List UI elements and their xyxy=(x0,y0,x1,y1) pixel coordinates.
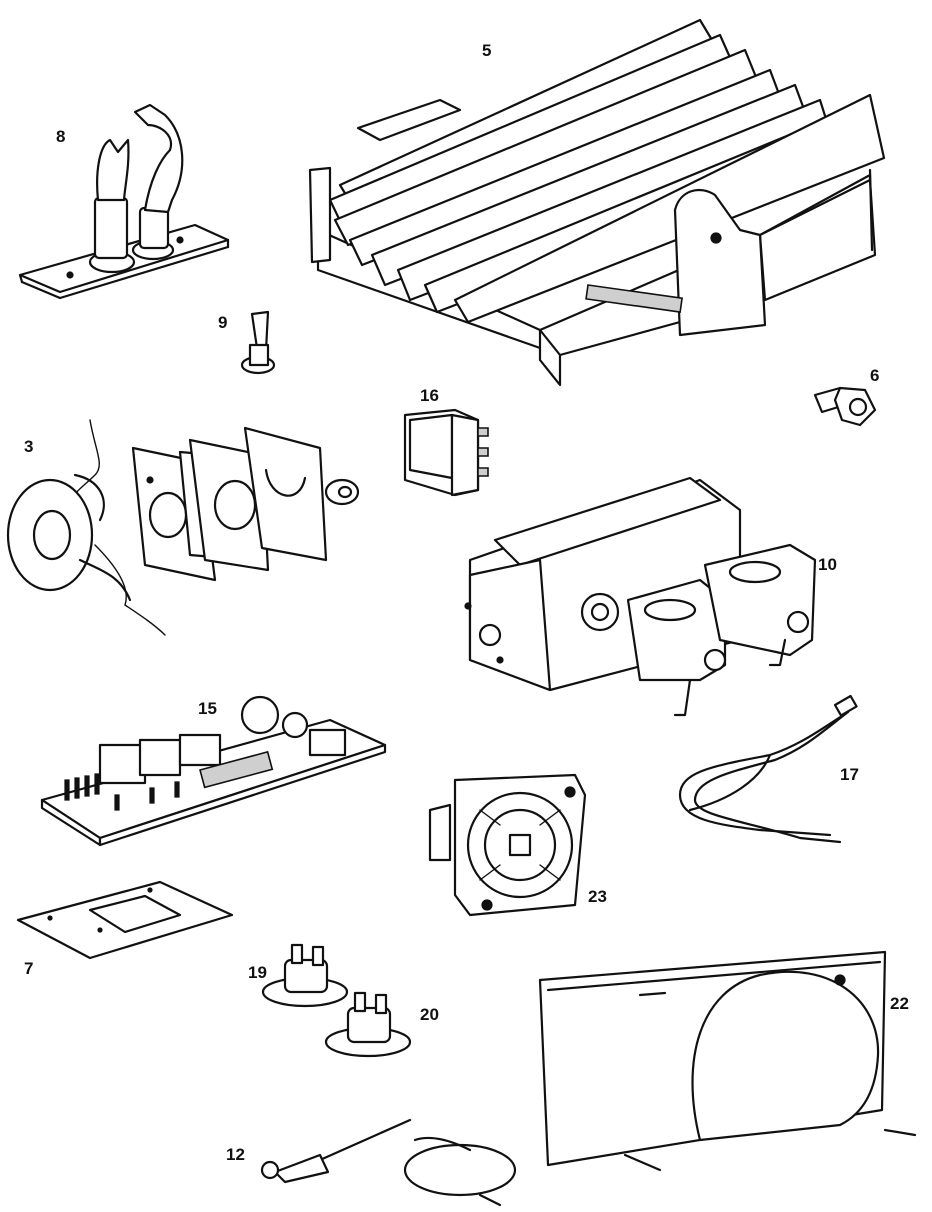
fan-icon xyxy=(430,775,585,915)
callout-12: 12 xyxy=(226,1145,245,1164)
callout-19: 19 xyxy=(248,963,267,982)
callout-17: 17 xyxy=(840,765,859,784)
gasket-plate-icon xyxy=(18,882,232,958)
spade-connector-icon xyxy=(242,312,274,373)
callout-23: 23 xyxy=(588,887,607,906)
callout-16: 16 xyxy=(420,386,439,405)
callout-9: 9 xyxy=(218,313,228,332)
callout-8: 8 xyxy=(56,127,66,146)
callout-10: 10 xyxy=(818,555,837,574)
rocker-switch-icon xyxy=(405,410,488,495)
circuit-board-icon xyxy=(42,697,385,845)
burner-window-assembly-icon xyxy=(8,420,358,635)
wire-harness-icon xyxy=(680,696,857,842)
callout-22: 22 xyxy=(890,994,909,1013)
thermal-switch-icon xyxy=(326,993,410,1056)
screw-icon xyxy=(815,388,875,425)
thermal-switch-icon xyxy=(263,945,347,1006)
callout-7: 7 xyxy=(24,959,34,978)
blower-housing-icon xyxy=(540,952,915,1170)
callout-3: 3 xyxy=(24,437,34,456)
electrode-bracket-icon xyxy=(20,105,228,298)
callout-6: 6 xyxy=(870,366,880,385)
callout-20: 20 xyxy=(420,1005,439,1024)
sensor-probe-icon xyxy=(262,1120,515,1205)
gas-valve-icon xyxy=(465,478,815,715)
callout-15: 15 xyxy=(198,699,217,718)
callout-5: 5 xyxy=(482,41,492,60)
heat-sink-icon xyxy=(310,20,884,385)
